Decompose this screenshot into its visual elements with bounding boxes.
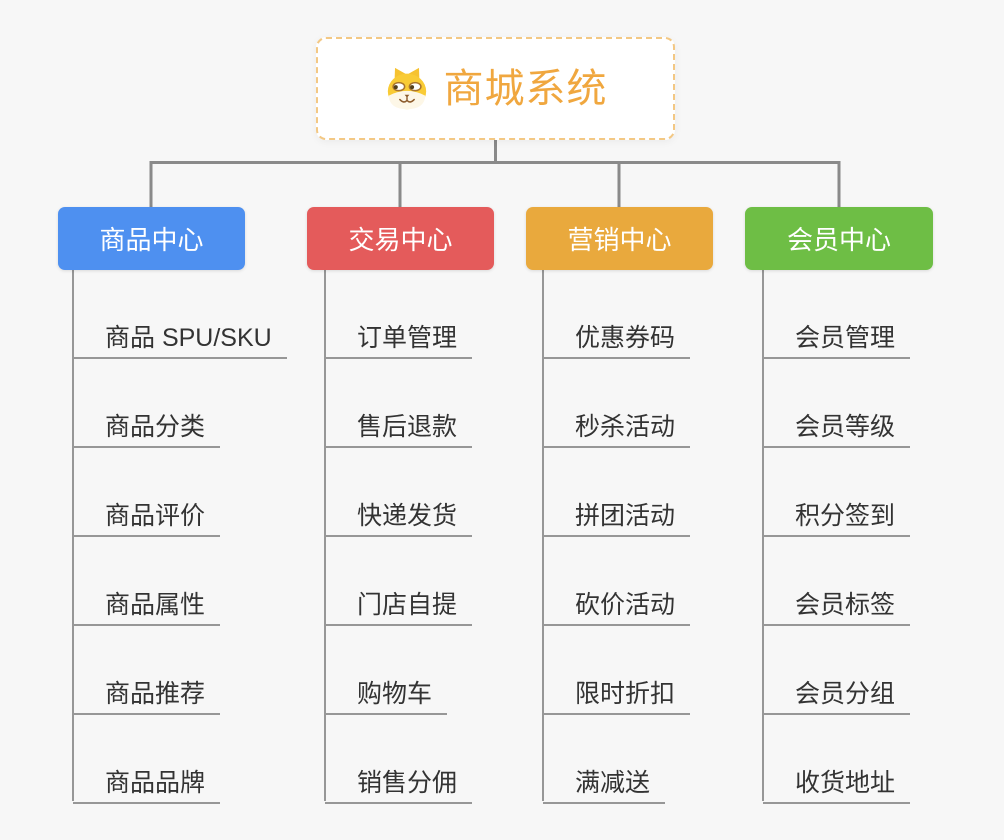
leaf-topic[interactable]: 砍价活动 — [543, 578, 691, 626]
leaf-topic[interactable]: 商品属性 — [73, 578, 221, 626]
leaf-topic[interactable]: 商品分类 — [73, 400, 221, 448]
leaf-topic[interactable]: 积分签到 — [763, 489, 911, 537]
leaf-topic[interactable]: 会员管理 — [763, 311, 911, 359]
leaf-topic[interactable]: 售后退款 — [325, 400, 473, 448]
leaf-topic[interactable]: 秒杀活动 — [543, 400, 691, 448]
leaf-topic[interactable]: 会员分组 — [763, 667, 911, 715]
central-topic-title: 商城系统 — [443, 66, 608, 111]
leaf-topic[interactable]: 门店自提 — [325, 578, 473, 626]
leaf-topic[interactable]: 限时折扣 — [543, 667, 691, 715]
leaf-topic[interactable]: 购物车 — [325, 667, 448, 715]
central-topic[interactable]: 商城系统 — [316, 37, 675, 140]
leaf-topic[interactable]: 商品 SPU/SKU — [73, 311, 287, 359]
leaf-topic[interactable]: 会员标签 — [763, 578, 911, 626]
leaf-topic[interactable]: 商品品牌 — [73, 756, 221, 804]
leaf-topic[interactable]: 收货地址 — [763, 756, 911, 804]
leaf-topic[interactable]: 快递发货 — [325, 489, 473, 537]
leaf-topic[interactable]: 商品评价 — [73, 489, 221, 537]
branch-topic[interactable]: 会员中心 — [745, 207, 933, 270]
leaf-topic[interactable]: 满减送 — [543, 756, 666, 804]
branch-topic[interactable]: 营销中心 — [526, 207, 713, 270]
leaf-topic[interactable]: 销售分佣 — [325, 756, 473, 804]
leaf-topic[interactable]: 商品推荐 — [73, 667, 221, 715]
leaf-topic[interactable]: 优惠券码 — [543, 311, 691, 359]
branch-topic[interactable]: 商品中心 — [58, 207, 245, 270]
branch-topic[interactable]: 交易中心 — [307, 207, 494, 270]
leaf-topic[interactable]: 拼团活动 — [543, 489, 691, 537]
leaf-topic[interactable]: 订单管理 — [325, 311, 473, 359]
leaf-topic[interactable]: 会员等级 — [763, 400, 911, 448]
dog-face-icon — [387, 67, 426, 109]
